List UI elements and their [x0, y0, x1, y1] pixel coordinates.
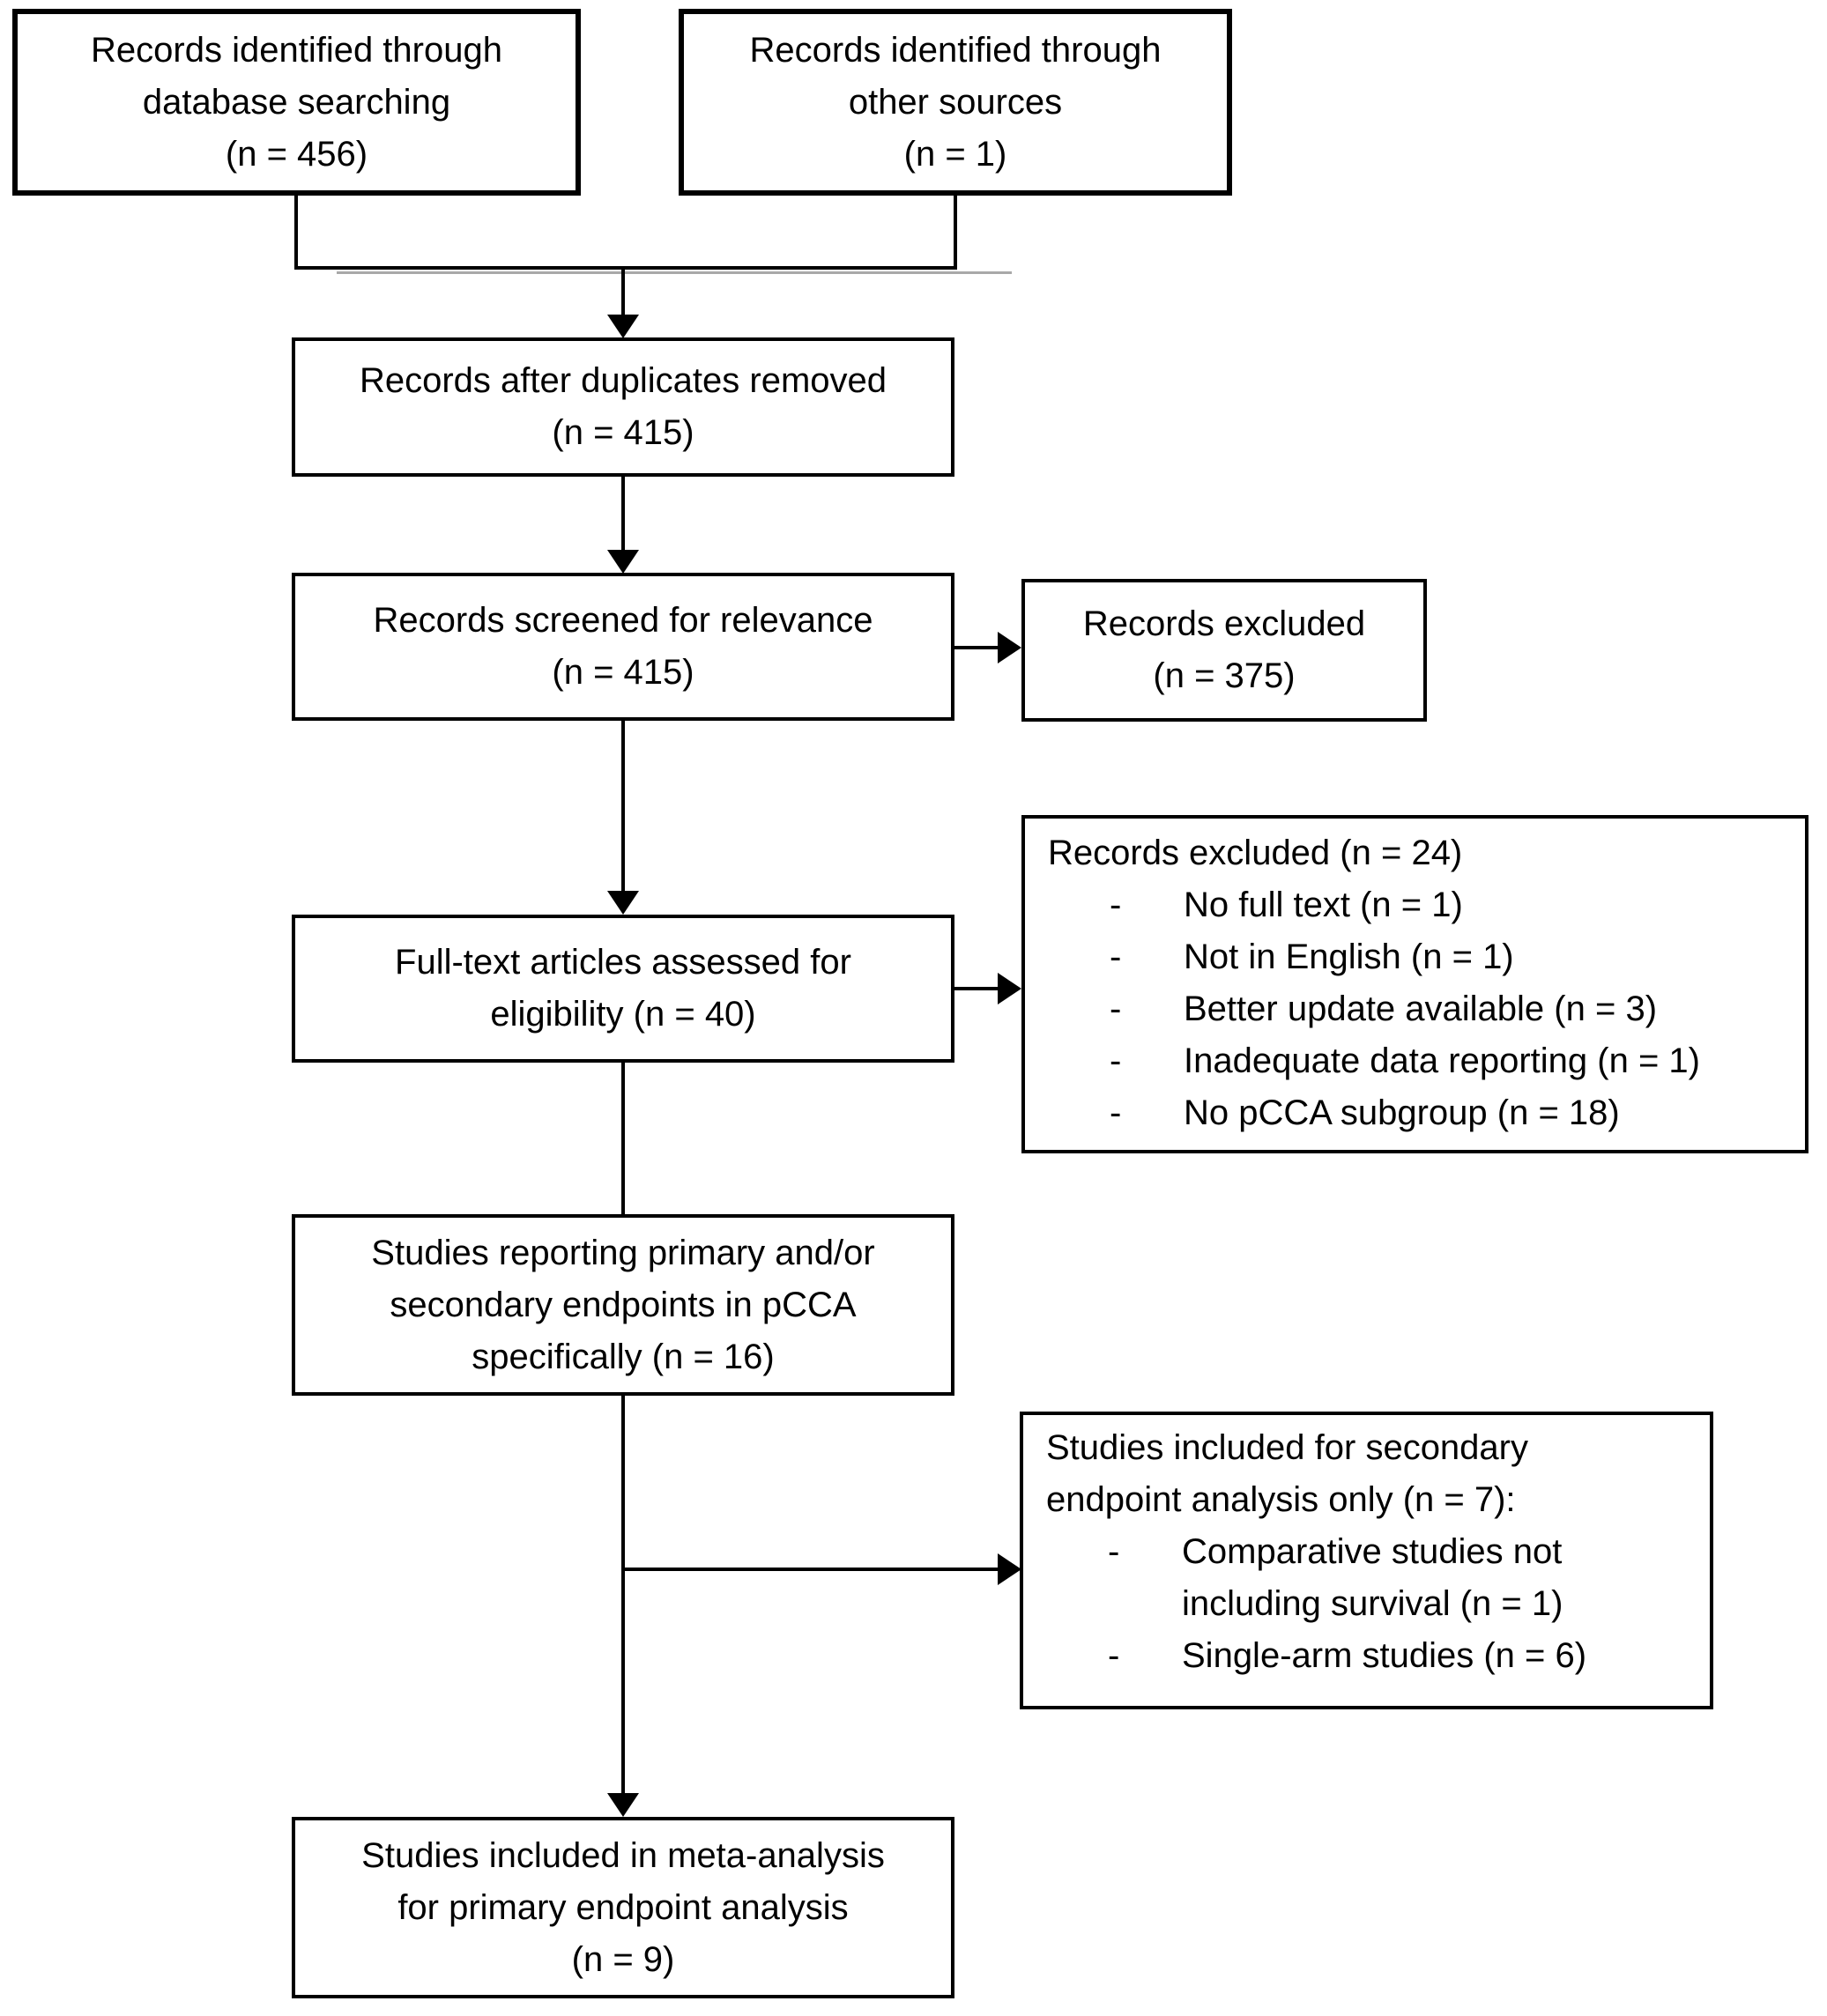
arrowhead-down-screened — [607, 550, 639, 574]
excluded-reason-text: Not in English (n = 1) — [1184, 938, 1514, 976]
connector-merge-to-duplicates — [621, 266, 625, 316]
box-text-line: Records identified through — [749, 30, 1162, 70]
secondary-study-text: Single-arm studies (n = 6) — [1182, 1630, 1710, 1682]
arrowhead-right-fulltext-excluded — [998, 973, 1021, 1004]
box-text-line: Records excluded — [1082, 604, 1366, 643]
box-text-line: for primary endpoint analysis — [397, 1887, 849, 1927]
arrowhead-right-excluded — [998, 632, 1021, 663]
secondary-study-item: - Comparative studies not including surv… — [1023, 1526, 1710, 1630]
dash-bullet: - — [1108, 1636, 1120, 1675]
secondary-study-item: - Single-arm studies (n = 6) — [1023, 1630, 1710, 1682]
box-text-line: (n = 375) — [1153, 656, 1296, 695]
dash-bullet: - — [1110, 1041, 1122, 1080]
arrowhead-right-secondary — [998, 1553, 1021, 1585]
box-text-line: (n = 1) — [903, 134, 1007, 174]
box-records-identified-database: Records identified through database sear… — [12, 9, 581, 196]
connector-database-stub — [294, 194, 298, 270]
connector-branch-secondary — [621, 1568, 1000, 1571]
excluded-reason-text: No pCCA subgroup (n = 18) — [1184, 1093, 1620, 1132]
excluded-reason-item: - No pCCA subgroup (n = 18) — [1025, 1087, 1805, 1139]
item-text-line: Comparative studies not — [1182, 1532, 1563, 1571]
box-text-line: (n = 415) — [552, 413, 694, 452]
box-studies-included-meta-analysis: Studies included in meta-analysis for pr… — [292, 1817, 954, 1998]
box-text-line: specifically (n = 16) — [472, 1337, 775, 1376]
excluded-reason-text: No full text (n = 1) — [1184, 886, 1463, 924]
box-text-line: Full-text articles assessed for — [395, 943, 851, 982]
connector-duplicates-to-screened — [621, 477, 625, 552]
connector-endpoints-to-meta — [621, 1396, 625, 1794]
secondary-study-text: Comparative studies not including surviv… — [1182, 1526, 1710, 1630]
excluded-reason-item: - No full text (n = 1) — [1025, 879, 1805, 931]
item-text-line: Single-arm studies (n = 6) — [1182, 1636, 1587, 1675]
excluded-reason-text: Better update available (n = 3) — [1184, 989, 1658, 1028]
box-records-after-duplicates: Records after duplicates removed (n = 41… — [292, 337, 954, 477]
box-records-identified-other: Records identified through other sources… — [679, 9, 1232, 196]
box-records-excluded-fulltext: Records excluded (n = 24) - No full text… — [1021, 815, 1808, 1153]
box-text-line: eligibility (n = 40) — [490, 995, 756, 1034]
excluded-reason-item: - Not in English (n = 1) — [1025, 931, 1805, 983]
box-studies-secondary-only: Studies included for secondary endpoint … — [1020, 1412, 1713, 1709]
box-fulltext-assessed: Full-text articles assessed for eligibil… — [292, 915, 954, 1063]
connector-fulltext-to-endpoints — [621, 1063, 625, 1218]
connector-screened-to-fulltext — [621, 721, 625, 892]
box-studies-reporting-endpoints: Studies reporting primary and/or seconda… — [292, 1214, 954, 1396]
box-text-line: Studies included in meta-analysis — [361, 1835, 885, 1875]
dash-bullet: - — [1110, 886, 1122, 924]
box-text-line: database searching — [142, 82, 451, 122]
box-text-line: other sources — [848, 82, 1063, 122]
connector-screened-to-excluded — [954, 646, 1000, 649]
excluded-reason-text: Inadequate data reporting (n = 1) — [1184, 1041, 1700, 1080]
connector-merge-shadow — [337, 271, 1012, 274]
box-text-line: Records screened for relevance — [373, 601, 873, 640]
excluded-reason-item: - Inadequate data reporting (n = 1) — [1025, 1035, 1805, 1087]
excluded-reason-item: - Better update available (n = 3) — [1025, 983, 1805, 1035]
box-text-line: (n = 415) — [552, 653, 694, 692]
arrowhead-down-meta — [607, 1793, 639, 1817]
arrowhead-down-duplicates — [607, 315, 639, 338]
secondary-title-line: Studies included for secondary — [1046, 1428, 1528, 1467]
item-text-line: including survival (n = 1) — [1182, 1584, 1563, 1623]
connector-fulltext-to-excluded — [954, 987, 1000, 990]
arrowhead-down-fulltext — [607, 891, 639, 915]
dash-bullet: - — [1110, 989, 1122, 1028]
connector-merge-line — [294, 266, 957, 270]
box-text-line: Records identified through — [91, 30, 502, 70]
secondary-title-line: endpoint analysis only (n = 7): — [1046, 1480, 1516, 1519]
connector-other-sources-stub — [954, 194, 957, 270]
box-text-line: (n = 456) — [225, 134, 368, 174]
box-records-excluded-screening: Records excluded (n = 375) — [1021, 579, 1427, 722]
dash-bullet: - — [1110, 938, 1122, 976]
box-text-line: Studies reporting primary and/or — [371, 1233, 875, 1272]
box-records-screened: Records screened for relevance (n = 415) — [292, 573, 954, 721]
excluded-list-title: Records excluded (n = 24) — [1048, 834, 1463, 872]
box-text-line: Records after duplicates removed — [359, 361, 888, 400]
dash-bullet: - — [1110, 1093, 1122, 1132]
box-text-line: (n = 9) — [571, 1939, 675, 1979]
dash-bullet: - — [1108, 1532, 1120, 1571]
box-text-line: secondary endpoints in pCCA — [390, 1285, 857, 1324]
